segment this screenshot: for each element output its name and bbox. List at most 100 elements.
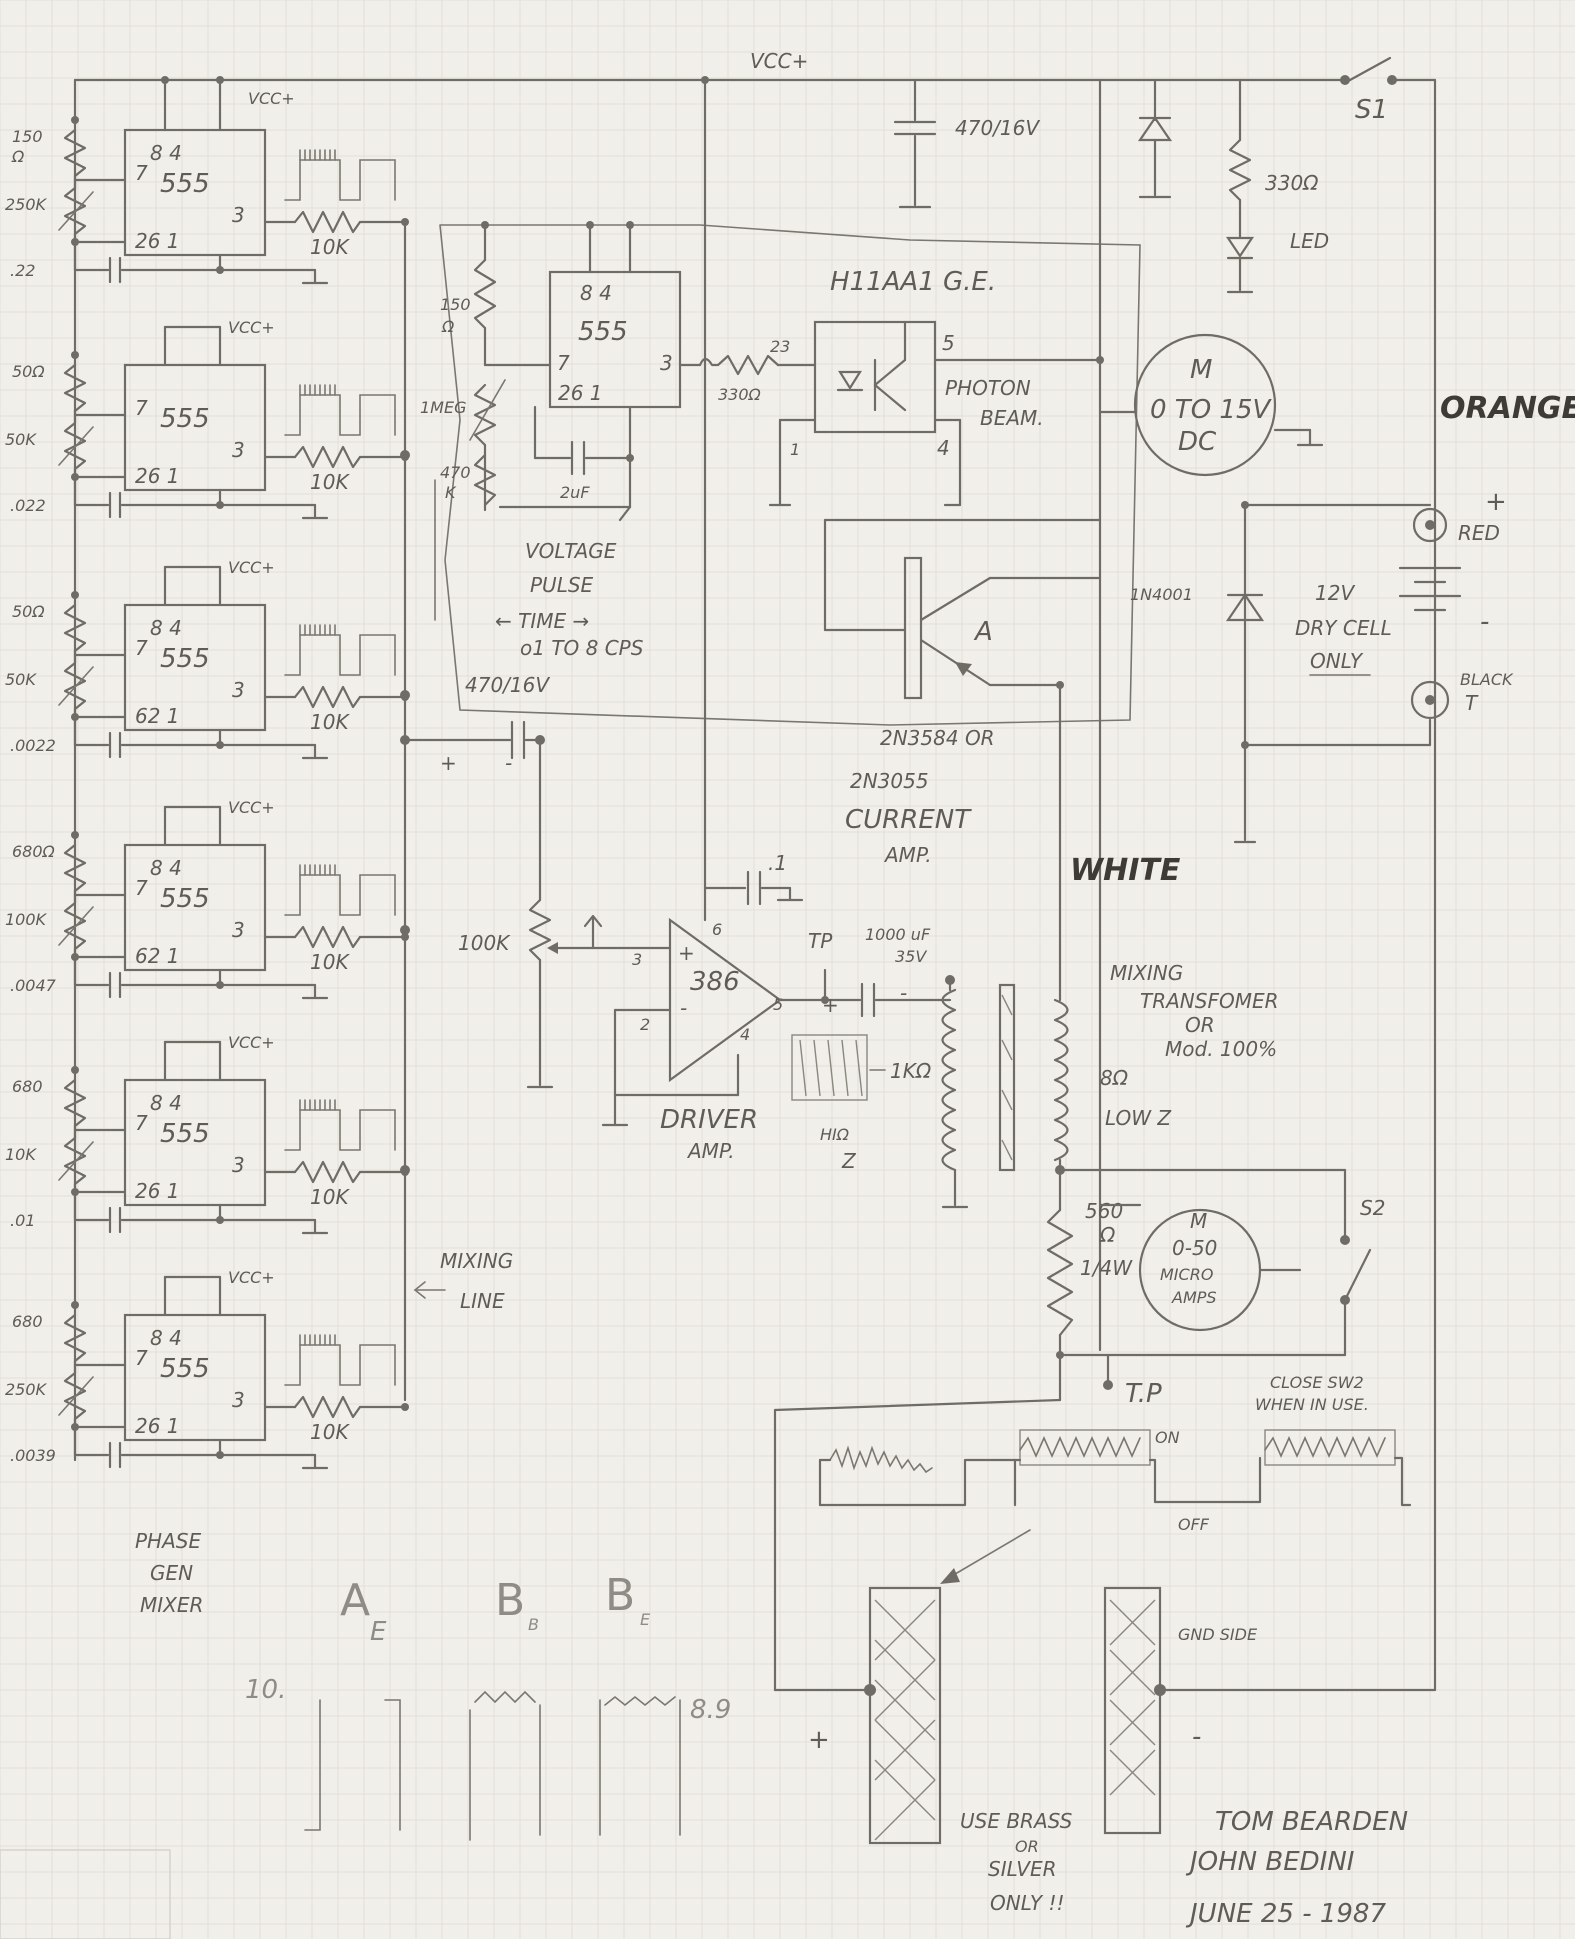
meter-range-1: 0-50	[1172, 1236, 1217, 1260]
transformer-label-4: Mod. 100%	[1165, 1037, 1277, 1061]
pulse-pin7: 7	[557, 351, 570, 375]
stage-5-out-res-label: 10K	[310, 1185, 350, 1209]
opto-series-res-label: 330Ω	[718, 385, 762, 404]
driver-pin4: 4	[740, 1025, 750, 1044]
meter-res-2: Ω	[1099, 1223, 1116, 1247]
stage-4-out-res-label: 10K	[310, 950, 350, 974]
transistor-base-bar	[903, 556, 923, 700]
stage-5-pot-label: 10K	[5, 1145, 37, 1164]
driver-res-label: 1KΩ	[890, 1059, 932, 1083]
note-v1: 10.	[245, 1675, 286, 1705]
motor-rating-2: DC	[1178, 427, 1217, 457]
opto-isolator: H11AA1 G.E. 23 5 1 4 PHOTON BEAM.	[768, 267, 1104, 632]
electrode-minus: -	[1192, 1722, 1201, 1752]
stage-6-out-res-label: 10K	[310, 1420, 350, 1444]
stage-2-pins-bottom: 26 1	[135, 464, 180, 488]
supply-cap-label: 470/16V	[955, 116, 1040, 140]
stage-6-vcc-label: VCC+	[228, 1268, 275, 1287]
vcc-main-label: VCC+	[750, 49, 808, 73]
waveform-on: ON	[1155, 1428, 1180, 1447]
driver-label-1: DRIVER	[660, 1105, 758, 1135]
phase-gen-label-2: GEN	[150, 1561, 193, 1585]
stage-5-pins-bottom: 26 1	[135, 1179, 180, 1203]
opto-title: H11AA1 G.E.	[830, 267, 996, 297]
stage-6-pin7: 7	[135, 1346, 148, 1370]
stage-1-pot-label: 250K	[5, 195, 48, 214]
meter-res-3: 1/4W	[1080, 1256, 1133, 1280]
stage-3-pot-label: 50K	[5, 670, 37, 689]
opto-pin5: 5	[942, 331, 955, 355]
stage-2-out-res-label: 10K	[310, 470, 350, 494]
opto-led-icon	[838, 370, 862, 391]
coupling-cap-minus: -	[505, 751, 512, 775]
stage-4-top-res-label: 680Ω	[12, 842, 56, 861]
led-label: LED	[1290, 229, 1329, 253]
meter-note-2: WHEN IN USE.	[1255, 1395, 1369, 1414]
stage-3-cap-label: .0022	[10, 736, 56, 755]
switch-s2-label: S2	[1360, 1196, 1385, 1220]
stage-1-chip: 555	[160, 169, 210, 199]
note-ae-sub: E	[370, 1617, 387, 1647]
motor-rating-1: 0 TO 15V	[1150, 395, 1273, 425]
chip-555-5	[123, 1078, 267, 1207]
battery-type-2: DRY CELL	[1295, 616, 1392, 640]
meter-range-2: MICRO	[1160, 1265, 1213, 1284]
driver-chip: 386	[690, 967, 740, 997]
pulse-pins-top: 8 4	[580, 281, 612, 305]
opto-chip	[813, 320, 937, 434]
phase-gen-label-1: PHASE	[135, 1529, 201, 1553]
battery-negative-terminal-icon	[1410, 680, 1450, 720]
stage-4-vcc-label: VCC+	[228, 798, 275, 817]
meter-section: S2 560 Ω 1/4W M 0-50 MICRO AMPS T.P CLOS…	[773, 1168, 1385, 1692]
note-be-sub: E	[640, 1610, 651, 1629]
stage-5-pin3: 3	[232, 1153, 245, 1177]
stage-2-pin3: 3	[232, 438, 245, 462]
signature-2: JOHN BEDINI	[1185, 1847, 1354, 1877]
coupling-cap-plus: +	[440, 751, 457, 775]
transistor-label-2: 2N3055	[850, 769, 929, 793]
stage-4-chip: 555	[160, 884, 210, 914]
battery-positive-terminal-icon	[1412, 507, 1448, 543]
stage-3-pins-top: 8 4	[150, 616, 182, 640]
diode-label: 1N4001	[1130, 585, 1193, 604]
stage-1-top-res-label: Ω	[11, 147, 25, 166]
pulse-res2-k: K	[445, 483, 457, 502]
driver-minus: -	[680, 996, 687, 1020]
stage-6-pins-bottom: 26 1	[135, 1414, 180, 1438]
opto-pin1: 1	[790, 440, 800, 459]
driver-out-cap-2: 35V	[895, 947, 927, 966]
stage-4-pin3: 3	[232, 918, 245, 942]
driver-hiz-1: HIΩ	[820, 1125, 850, 1144]
vcc-rail: VCC+ S1	[73, 49, 1437, 1692]
stage-6-pot-label: 250K	[5, 1380, 48, 1399]
stage-4-pot-label: 100K	[5, 910, 48, 929]
stage-6-chip: 555	[160, 1354, 210, 1384]
switch-s1-label: S1	[1355, 95, 1388, 125]
opto-pin4: 4	[937, 436, 950, 460]
note-bb: B	[495, 1575, 525, 1626]
transformer-label-2: TRANSFOMER	[1140, 989, 1279, 1013]
pulse-label-4: o1 TO 8 CPS	[520, 636, 644, 660]
battery-black: BLACK	[1460, 670, 1514, 689]
power-transistor: A 2N3584 OR 2N3055 CURRENT AMP.	[823, 556, 1102, 1002]
stage-5-top-res-label: 680	[12, 1077, 43, 1096]
electrode-note-2: OR	[1015, 1837, 1039, 1856]
driver-amp: .1 6 + - 386 3 2 5 4 100K TP + -	[458, 76, 955, 1173]
diode-1n4001-icon	[1225, 593, 1265, 622]
driver-cap-top: .1	[768, 851, 787, 875]
meter-note-1: CLOSE SW2	[1270, 1373, 1364, 1392]
pulse-label-3: ← TIME →	[495, 609, 589, 633]
supply-parts: 470/16V 330Ω LED	[893, 78, 1329, 1352]
phase-gen-label-3: MIXER	[140, 1593, 203, 1617]
driver-tp: TP	[808, 929, 833, 953]
pulse-label-1: VOLTAGE	[525, 539, 617, 563]
transistor-label-1: 2N3584 OR	[880, 726, 995, 750]
pulse-res-ohm: Ω	[441, 317, 455, 336]
stage-2-pot-label: 50K	[5, 430, 37, 449]
stage-1-pins-top: 8 4	[150, 141, 182, 165]
stage-1-vcc-label: VCC+	[248, 89, 295, 108]
stage-6-pin3: 3	[232, 1388, 245, 1412]
